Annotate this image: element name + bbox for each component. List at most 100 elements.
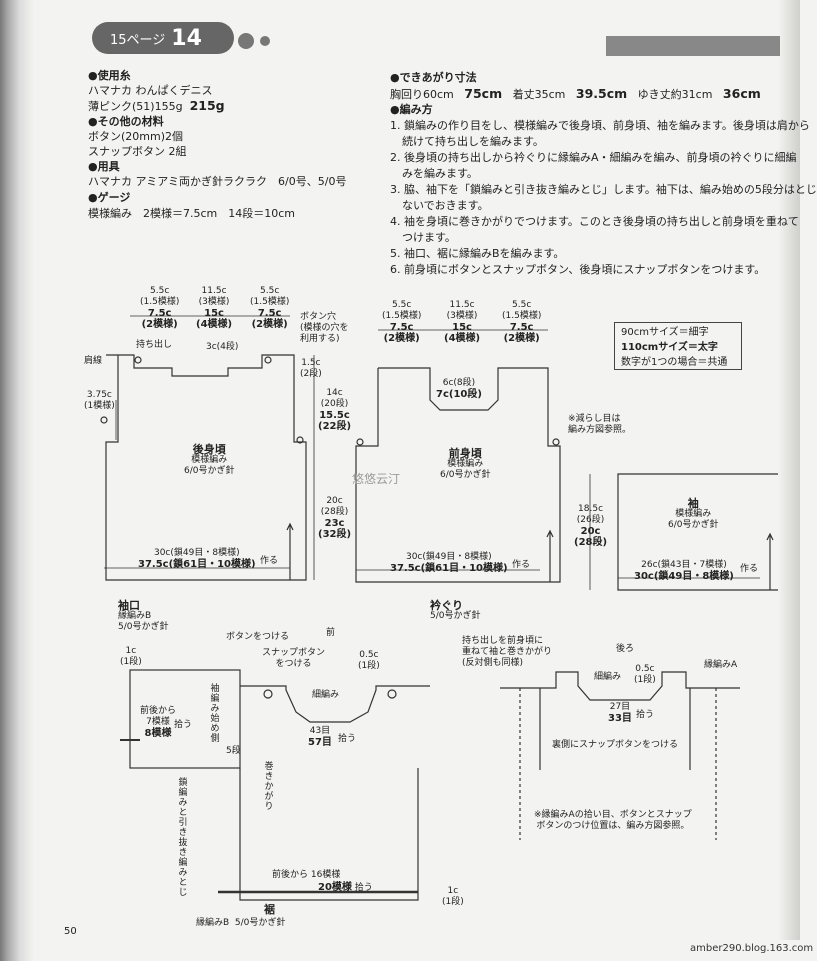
neckline-note: 持ち出しを前身頃に 重ねて袖と巻きかがり (反対側も同様) <box>462 636 552 669</box>
back-w3: 5.5c (1.5模様) 7.5c (2模様) <box>250 286 289 330</box>
footer-site: amber290.blog.163.com <box>690 943 814 954</box>
corner-tab <box>606 36 780 56</box>
back-button-hole: ボタン穴 (模様の穴を 利用する) <box>300 312 349 345</box>
neckline-title-block: 衿ぐり 5/0号かぎ針 <box>430 600 481 622</box>
book-spine-shadow <box>0 0 34 961</box>
back-body-outline <box>105 354 307 581</box>
back-side-top: 3.75c (1模様) <box>84 390 115 412</box>
snap-height-cm: 0.5c <box>359 650 379 660</box>
front-w1-large: 7.5c <box>389 322 414 333</box>
sleeve-bottom: 26c(鎖43目・7模様) 30c(鎖49目・8模様) <box>634 560 734 582</box>
back-mochidashi: 持ち出し <box>136 340 173 350</box>
cuff-hook: 5/0号かぎ針 <box>118 622 169 632</box>
front-bottom-small: 30c(鎖49目・8模様) <box>405 552 492 562</box>
neckline-count: 27目 33目 <box>608 702 632 724</box>
front-note: ※減らし目は 編み方図参照。 <box>568 414 631 436</box>
back-bottom-large: 37.5c(鎖61目・10模様) <box>138 559 256 570</box>
front-body-outline <box>355 367 561 583</box>
yarn-color: 薄ピンク(51)155g 215g <box>88 98 225 114</box>
back-title-block: 後身頃 模様編み 6/0号かぎ針 <box>184 444 235 477</box>
neckline-height-rows: (1段) <box>634 675 656 685</box>
sleeve-h-small: 18.5c <box>578 504 604 514</box>
yarn-title: ●使用糸 <box>88 69 131 82</box>
length-size: 着丈35cm <box>512 88 566 101</box>
neckline-note-3: (反対側も同様) <box>462 658 524 668</box>
back-w2-small: 11.5c <box>201 286 227 296</box>
sleeve-outline <box>617 473 778 591</box>
hem-height-cm: 1c <box>447 886 459 896</box>
neckline-footnote: ※縁編みAの拾い目、ボタンとスナップ ボタンのつけ位置は、編み方図参照。 <box>534 810 692 832</box>
back-neck-depth: 3c(4段) <box>206 342 239 352</box>
hem-title-text: 裾 <box>264 903 275 916</box>
neckline-back: 後ろ <box>616 644 635 654</box>
front-w3: 5.5c (1.5模様) 7.5c (2模様) <box>502 300 541 344</box>
back-bottom: 30c(鎖49目・8模様) 37.5c(鎖61目・10模様) <box>138 548 256 570</box>
neckline-height-cm: 0.5c <box>635 664 655 674</box>
cuff-height: 1c (1段) <box>120 646 142 668</box>
header-pattern-number: 14 <box>171 25 202 51</box>
cuff-start-side: 袖編み始め側 <box>210 684 220 744</box>
back-body-rows: (28段) <box>320 507 349 517</box>
legend-common: 数字が1つの場合＝共通 <box>621 357 728 368</box>
front-note-1: ※減らし目は <box>568 414 621 424</box>
front-w1-small-pattern: (1.5模様) <box>382 311 422 321</box>
back-shoulder-line: 肩線 <box>84 356 103 366</box>
front-w3-large-pattern: (2模様) <box>503 333 540 344</box>
sleeve-h-large: 20c <box>580 526 601 537</box>
neckline-snap-note: 裏側にスナップボタンをつける <box>552 740 679 750</box>
count-small: 43目 <box>309 726 331 736</box>
sleeve-bottom-large: 30c(鎖49目・8模様) <box>634 571 734 582</box>
hem-hook: 5/0号かぎ針 <box>234 918 286 928</box>
cuff-five-rows: 5段 <box>226 746 241 756</box>
cuff-pick-from: 前後から <box>140 706 177 716</box>
back-w3-small-pattern: (1.5模様) <box>250 297 290 307</box>
front-stitch: 模様編み <box>447 459 484 469</box>
back-bottom-small: 30c(鎖49目・8模様) <box>153 548 240 558</box>
cuff-snap-verb: をつける <box>275 659 312 669</box>
cuff-edge: 縁編みB <box>118 611 152 621</box>
method-step-1: 1. 鎖編みの作り目をし、模様編みで後身頃、前身頃、袖を編みます。後身頃は肩から <box>390 119 810 132</box>
back-body-rows-large: (32段) <box>318 529 352 540</box>
method-step-1b: 続けて持ち出しを編みます。 <box>402 135 544 148</box>
chest-size: 胸回り60cm <box>390 88 454 101</box>
header-dot-small <box>260 36 270 46</box>
hem-height: 1c (1段) <box>442 886 464 908</box>
cuff-wrap: 巻きかがり <box>264 762 274 812</box>
back-make: 作る <box>260 556 279 566</box>
back-arm-cm: 14c <box>326 388 343 398</box>
back-w1: 5.5c (1.5模様) 7.5c (2模様) <box>140 286 179 330</box>
neckline-count-large: 33目 <box>608 713 632 724</box>
front-w1-small: 5.5c <box>392 300 412 310</box>
back-w1-large-pattern: (2模様) <box>141 319 178 330</box>
front-w1-large-pattern: (2模様) <box>383 333 420 344</box>
finished-title: ●できあがり寸法 <box>390 71 477 84</box>
neckline-sc: 細編み <box>594 672 622 682</box>
back-top-rows: 1.5c (2段) <box>300 358 322 380</box>
front-make: 作る <box>512 560 531 570</box>
back-body-cm: 20c <box>326 496 343 506</box>
cuff-pick-up: 拾う <box>338 734 357 744</box>
back-hook: 6/0号かぎ針 <box>184 466 235 476</box>
sleeve-hook: 6/0号かぎ針 <box>668 520 719 530</box>
sleeve-title: 袖 <box>687 497 699 510</box>
cuff-single-crochet: 細編み <box>312 690 340 700</box>
neckline-note-2: 重ねて袖と巻きかがり <box>462 647 553 657</box>
back-armhole: 14c (20段) 15.5c (22段) <box>318 388 351 432</box>
cuff-title-block: 袖口 縁編みB 5/0号かぎ針 <box>118 600 169 633</box>
front-title: 前身頃 <box>448 447 482 460</box>
back-stitch: 模様編み <box>191 455 228 465</box>
button-hole-label: ボタン穴 <box>300 312 337 322</box>
yarn-amount: 薄ピンク(51)155g <box>88 100 183 113</box>
back-top-rows-count: (2段) <box>300 369 322 379</box>
cuff-pick-small: 7模様 <box>146 717 170 727</box>
finished-dimensions: 胸回り60cm 75cm 着丈35cm 39.5cm ゆき丈約31cm 36cm <box>390 86 761 102</box>
sleeve-make: 作る <box>740 564 759 574</box>
method-step-2b: みを編みます。 <box>402 167 478 180</box>
cuff-height-cm: 1c <box>125 646 137 656</box>
hem-edge-name: 縁編みB <box>196 918 230 928</box>
back-side-top-cm: 3.75c <box>86 390 112 400</box>
back-w2: 11.5c (3模様) 15c (4模様) <box>196 286 232 330</box>
back-w2-large: 15c <box>204 308 224 319</box>
cuff-rect <box>129 669 241 769</box>
gauge-title: ●ゲージ <box>88 191 131 204</box>
